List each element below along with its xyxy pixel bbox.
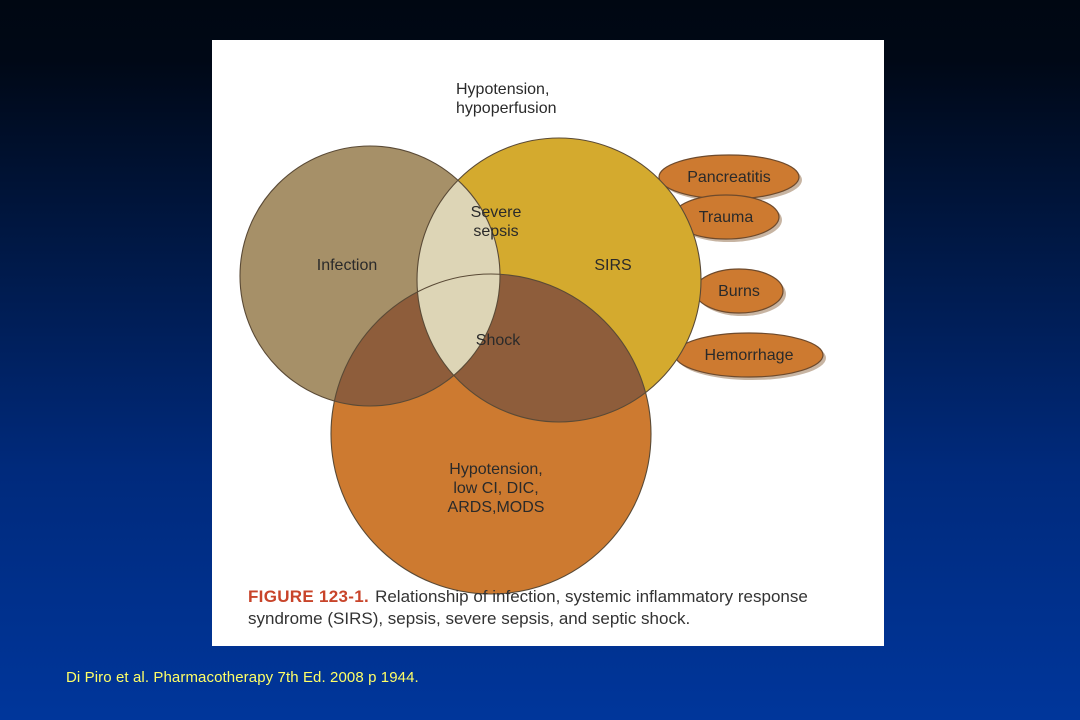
infection-label: Infection: [317, 257, 377, 274]
cause-hemorrhage-label: Hemorrhage: [705, 347, 794, 364]
cause-trauma-label: Trauma: [699, 209, 754, 226]
bottom-label-line-2: low CI, DIC,: [453, 480, 538, 497]
top-label-line-1: Hypotension,: [456, 81, 549, 98]
top-label-line-2: hypoperfusion: [456, 100, 557, 117]
bottom-label-line-1: Hypotension,: [449, 461, 542, 478]
overlap-bottom-infection: [331, 274, 500, 406]
severe-sepsis-line-1: Severe: [471, 204, 522, 221]
cause-trauma: Trauma: [672, 194, 782, 242]
citation: Di Piro et al. Pharmacotherapy 7th Ed. 2…: [66, 669, 419, 686]
cause-pancreatitis: Pancreatitis: [658, 154, 802, 202]
figure-caption: FIGURE 123-1.Relationship of infection, …: [248, 586, 868, 630]
venn-diagram: Hypotension, hypoperfusion Pancreatitis …: [239, 81, 826, 595]
severe-sepsis-line-2: sepsis: [473, 223, 518, 240]
bottom-label-line-3: ARDS,MODS: [448, 499, 545, 516]
sirs-label: SIRS: [594, 257, 631, 274]
figure-caption-text: Relationship of infection, systemic infl…: [248, 587, 808, 628]
figure-panel: Hypotension, hypoperfusion Pancreatitis …: [212, 40, 884, 646]
figure-number: FIGURE 123-1.: [248, 587, 370, 606]
cause-burns-label: Burns: [718, 283, 760, 300]
cause-burns: Burns: [694, 268, 786, 316]
shock-label: Shock: [476, 332, 521, 349]
overlap-bottom-sirs: [417, 274, 651, 422]
cause-pancreatitis-label: Pancreatitis: [687, 169, 771, 186]
cause-hemorrhage: Hemorrhage: [674, 332, 826, 380]
